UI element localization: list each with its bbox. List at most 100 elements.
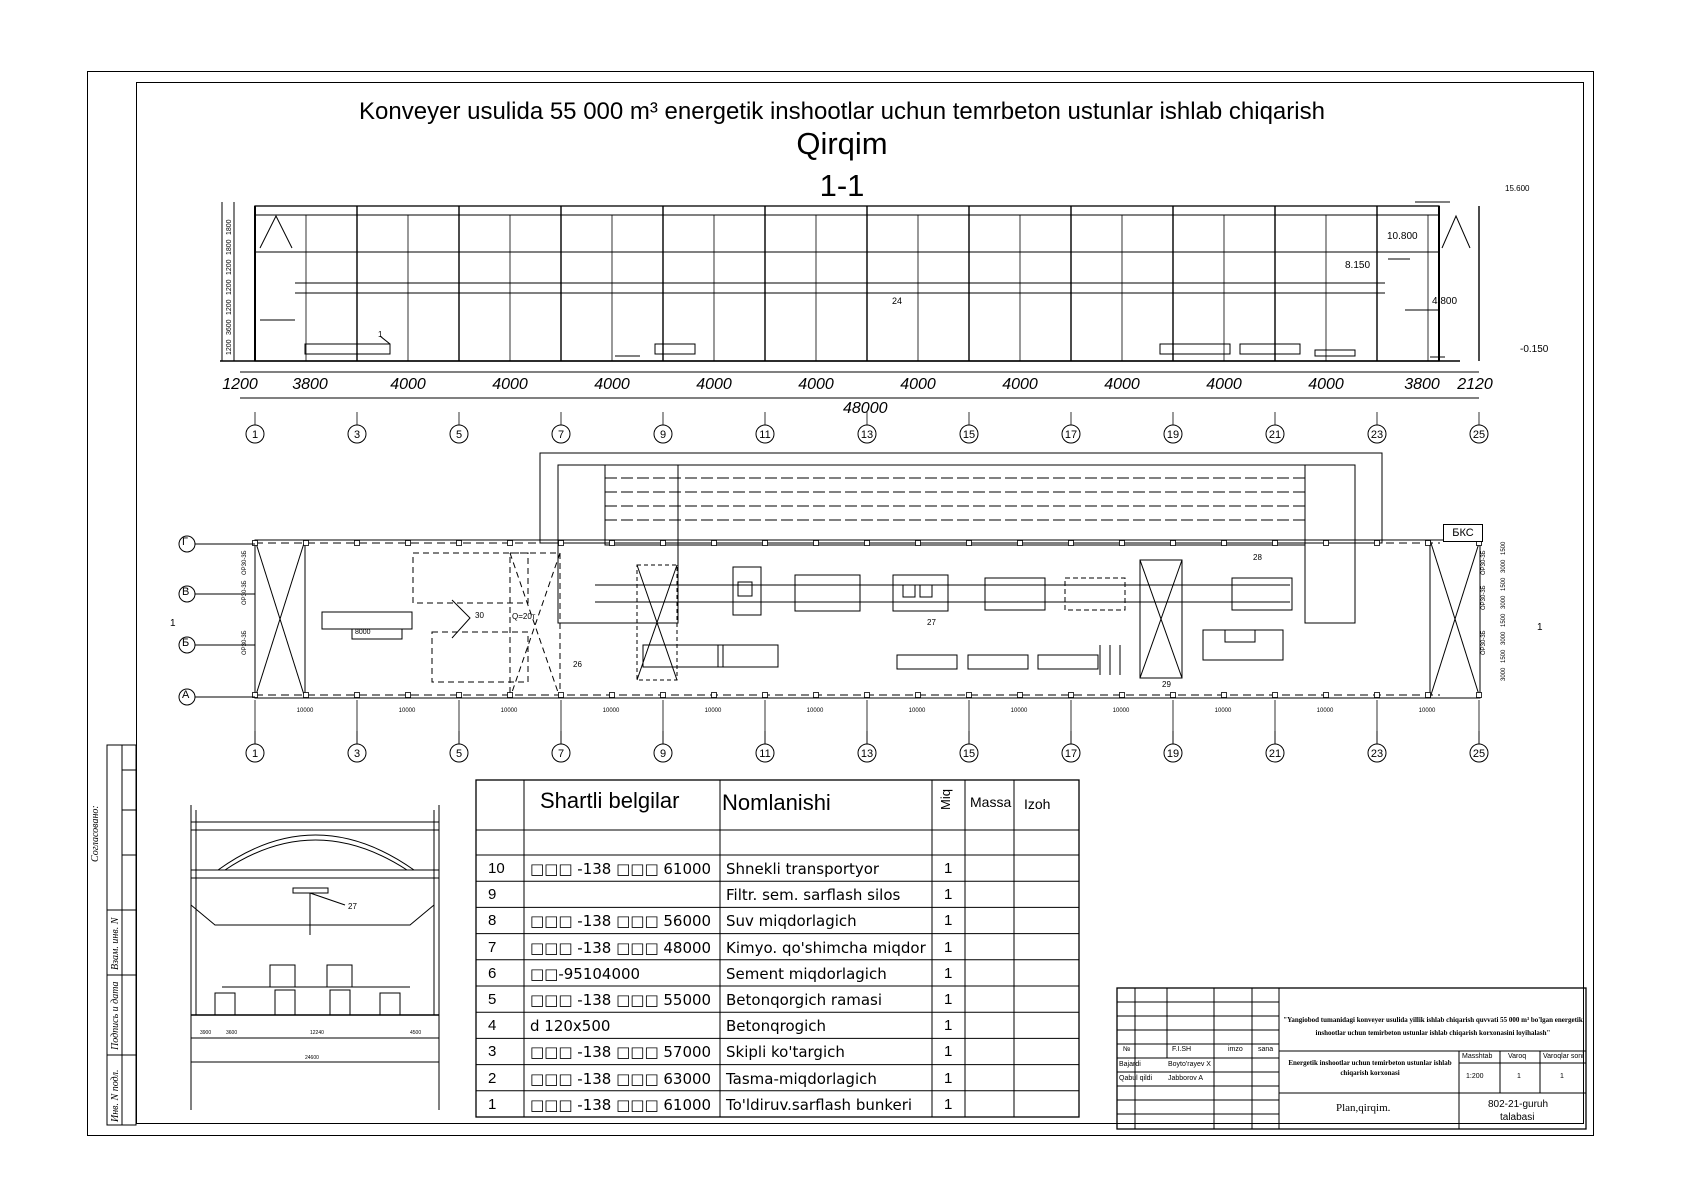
callout-27: 27	[927, 618, 936, 627]
legend-header-name: Nomlanishi	[722, 790, 831, 815]
drawing-title: Konveyer usulida 55 000 m³ energetik ins…	[359, 98, 1325, 125]
legend-row-qty: 1	[944, 991, 953, 1008]
section-dim-1: 3800	[292, 376, 328, 393]
cross-callout-27: 27	[348, 902, 357, 911]
right-dim-3: 3000	[1501, 595, 1507, 609]
section-callout-1: 1	[378, 330, 383, 339]
elevation-minus0150: -0.150	[1520, 344, 1549, 355]
section-dim-12: 3800	[1404, 376, 1440, 393]
plan-dim-2: 10000	[501, 708, 518, 714]
title-block-student: talabasi	[1500, 1112, 1535, 1123]
axis-label-21: 21	[1269, 429, 1281, 441]
axis-label-15: 15	[963, 429, 975, 441]
cross-dim-3: 12240	[310, 1030, 324, 1036]
callout-28: 28	[1253, 553, 1262, 562]
axis-marker-5	[449, 424, 469, 444]
sheet-border	[87, 71, 1594, 1136]
section-left-dim-0: 1800	[226, 219, 233, 235]
legend-row-num: 2	[488, 1069, 497, 1087]
legend-row-num: 9	[488, 886, 497, 904]
plan-dim-1: 10000	[399, 708, 416, 714]
ventilation-label-2: ОР30-3Б	[242, 630, 248, 655]
axis-marker-9	[653, 743, 673, 763]
row-label-b: Б	[182, 637, 190, 649]
title-block-subject: Energetik inshootlar uchun temirbeton us…	[1288, 1059, 1452, 1077]
axis-marker-21	[1265, 743, 1285, 763]
elevation-8150: 8.150	[1345, 260, 1371, 271]
title-block-varoq: 1	[1517, 1073, 1521, 1080]
section-left-dim-3: 1200	[226, 279, 233, 295]
plan-dim-0: 10000	[297, 708, 314, 714]
legend-row-code: □□□ -138 □□□ 63000	[530, 1069, 712, 1088]
legend-row-qty: 1	[944, 964, 953, 982]
section-title: Qirqim	[796, 126, 888, 161]
cross-dim-1: 3900	[200, 1030, 212, 1036]
ventilation-label-3: ОР30-3Б	[1481, 550, 1487, 575]
axis-marker-21	[1265, 424, 1285, 444]
axis-marker-19	[1163, 424, 1183, 444]
axis-marker-25	[1469, 743, 1489, 763]
row-label-v: В	[182, 586, 190, 598]
legend-row-qty: 1	[944, 860, 953, 877]
title-block-heading: "Yangiobod tumanidagi konveyer usulida y…	[1283, 1016, 1583, 1037]
legend-row-code: □□-95104000	[530, 964, 641, 983]
legend-row-qty: 1	[944, 1043, 953, 1061]
legend-row-code: □□□ -138 □□□ 57000	[530, 1043, 712, 1062]
plan-dim-8: 10000	[1113, 708, 1130, 714]
section-dim-5: 4000	[696, 376, 732, 393]
legend-row-code: □□□ -138 □□□ 56000	[530, 912, 712, 931]
axis-marker-9	[653, 424, 673, 444]
legend-row-num: 6	[488, 964, 497, 982]
section-dim-8: 4000	[1002, 376, 1038, 393]
total-length: 48000	[843, 400, 888, 417]
legend-header-note: Izoh	[1024, 796, 1051, 812]
right-dim-7: 3000	[1501, 667, 1507, 681]
title-block-varoqlar-label: Varoqlar soni	[1543, 1053, 1584, 1060]
axis-marker-23	[1367, 743, 1387, 763]
legend-row-name: Tasma-miqdorlagich	[726, 1069, 877, 1088]
axis-label-25: 25	[1473, 429, 1485, 441]
section-dim-4: 4000	[594, 376, 630, 393]
axis-label-5: 5	[456, 429, 462, 441]
legend-row-code: d 120x500	[530, 1017, 611, 1036]
plan-dim-5: 10000	[807, 708, 824, 714]
crane-label: Q=20т	[512, 612, 536, 621]
plan-dim-7: 10000	[1011, 708, 1028, 714]
axis-label-5: 5	[456, 748, 462, 760]
axis-label-9: 9	[660, 748, 666, 760]
axis-marker-3	[347, 424, 367, 444]
legend-row-name: Shnekli transportyor	[726, 860, 880, 878]
legend-row-qty: 1	[944, 938, 953, 956]
elevation-4800: 4.800	[1432, 296, 1458, 307]
axis-marker-1	[245, 743, 265, 763]
legend-row-num: 5	[488, 991, 497, 1008]
legend-row-name: Betonqrogich	[726, 1017, 827, 1036]
plan-dim-9: 10000	[1215, 708, 1232, 714]
axis-label-3: 3	[354, 748, 360, 760]
legend-row-name: Sement miqdorlagich	[726, 964, 887, 983]
axis-label-15: 15	[963, 748, 975, 760]
legend-row-name: Skipli ko'targich	[726, 1043, 845, 1062]
axis-label-17: 17	[1065, 429, 1077, 441]
plan-dim-11: 10000	[1419, 708, 1436, 714]
legend-row-qty: 1	[944, 1095, 953, 1113]
axis-marker-11	[755, 424, 775, 444]
title-block-col-sana: sana	[1258, 1046, 1274, 1053]
title-block-col-no: №	[1123, 1046, 1131, 1053]
title-block-varoqlar: 1	[1560, 1073, 1564, 1080]
title-block-col-fish: F.I.SH	[1172, 1046, 1192, 1053]
legend-row-name: Filtr. sem. sarflash silos	[726, 886, 901, 905]
axis-label-7: 7	[558, 429, 564, 441]
axis-label-13: 13	[861, 429, 873, 441]
section-marker-right: 1	[1537, 622, 1543, 633]
axis-marker-23	[1367, 424, 1387, 444]
cross-dim-4: 4500	[410, 1030, 422, 1036]
axis-label-3: 3	[354, 429, 360, 441]
axis-label-9: 9	[660, 429, 666, 441]
legend-row-num: 3	[488, 1043, 497, 1061]
section-left-dim-5: 3600	[226, 319, 233, 335]
section-left-dim-6: 1200	[226, 339, 233, 355]
